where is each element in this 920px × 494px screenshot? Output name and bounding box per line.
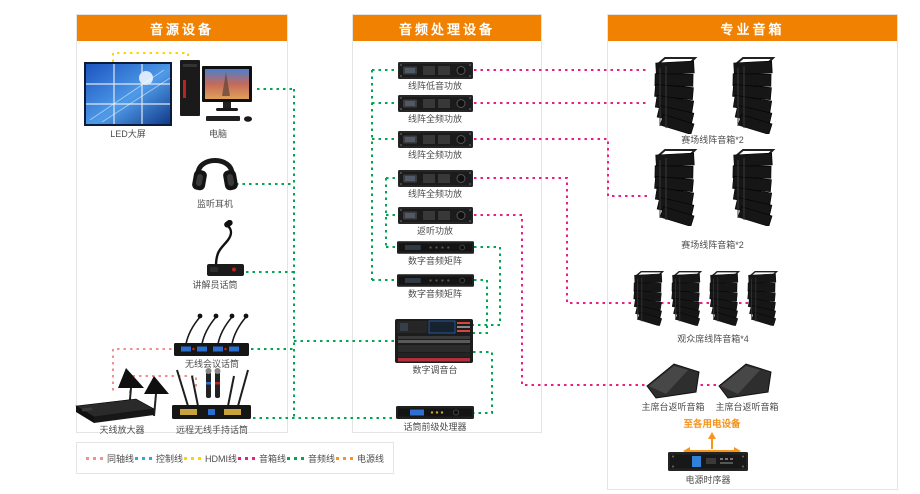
legend-item-control: 控制线: [135, 452, 183, 465]
speaker-line-swatch: [237, 456, 257, 460]
label-matrix2: 数字音频矩阵: [407, 289, 462, 299]
label-amp-full1: 线阵全频功放: [407, 114, 462, 124]
matrix2-image: [397, 274, 474, 287]
hdmi-line-swatch: [184, 456, 203, 460]
amp-full2-image: [398, 131, 473, 148]
preamp-image: [396, 406, 474, 419]
amp-full3-image: [398, 170, 473, 187]
array-C2-image: [667, 270, 704, 326]
array-B1-image: [648, 148, 700, 226]
label-antenna-amplifier: 天线放大器: [99, 425, 145, 435]
label-array-groupC: 观众席线阵音箱*4: [677, 334, 749, 344]
label-preamp: 话筒前级处理器: [403, 422, 467, 432]
label-amp-full2: 线阵全频功放: [407, 150, 462, 160]
array-A2-image: [726, 56, 778, 134]
legend-label-hdmi: HDMI线: [205, 453, 237, 464]
label-amp-sub: 线阵低音功放: [407, 81, 462, 91]
label-mixer: 数字调音台: [412, 365, 458, 375]
label-computer: 电脑: [208, 129, 227, 139]
legend-label-speaker: 音箱线: [258, 453, 286, 464]
array-C4-image: [743, 270, 780, 326]
coax-line-swatch: [86, 456, 105, 460]
panel-processing-header: 音频处理设备: [353, 15, 541, 41]
array-C3-image: [705, 270, 742, 326]
amp-sub-image: [398, 62, 473, 79]
led-wall-image: [84, 62, 172, 126]
antenna-amplifier-image: [74, 364, 170, 424]
label-array-groupA: 赛场线阵音箱*2: [681, 135, 744, 145]
announcer-mic-image: [204, 219, 248, 278]
legend-item-hdmi: HDMI线: [184, 452, 237, 465]
legend-label-coax: 同轴线: [107, 453, 135, 464]
legend-label-power: 电源线: [356, 453, 384, 464]
legend: 同轴线 控制线 HDMI线 音箱线 音频线 电源线: [76, 442, 394, 474]
legend-label-audio: 音频线: [307, 453, 335, 464]
panel-sources-header: 音源设备: [77, 15, 287, 41]
amp-full1-image: [398, 95, 473, 112]
headphones-image: [192, 146, 238, 196]
array-B2-image: [726, 148, 778, 226]
array-A1-image: [648, 56, 700, 134]
panel-speakers-header: 专业音箱: [608, 15, 897, 41]
matrix1-image: [397, 241, 474, 254]
stage-monitor-left-image: [644, 362, 702, 400]
label-amp-monitor: 返听功放: [416, 226, 453, 236]
label-power-sequencer: 电源时序器: [685, 475, 731, 485]
control-line-swatch: [135, 456, 154, 460]
stage-monitor-right-image: [716, 362, 774, 400]
label-matrix1: 数字音频矩阵: [407, 256, 462, 266]
legend-item-speaker: 音箱线: [237, 452, 286, 465]
audio-line-swatch: [286, 456, 306, 460]
label-array-groupB: 赛场线阵音箱*2: [681, 240, 744, 250]
label-amp-full3: 线阵全频功放: [407, 189, 462, 199]
mixer-image: [395, 319, 473, 363]
label-stage-monitor-left: 主席台返听音箱: [641, 402, 705, 412]
amp-monitor-image: [398, 207, 473, 224]
legend-item-coax: 同轴线: [86, 452, 134, 465]
label-led-wall: LED大屏: [110, 129, 146, 139]
label-remote-handheld-mic: 远程无线手持话筒: [175, 425, 248, 435]
power-line-swatch: [335, 456, 355, 460]
label-announcer-mic: 讲解员话筒: [192, 280, 238, 290]
computer-image: [178, 58, 256, 126]
legend-item-audio: 音频线: [286, 452, 335, 465]
power-sequencer-image: [668, 452, 748, 471]
legend-label-control: 控制线: [156, 453, 184, 464]
label-headphones: 监听耳机: [196, 199, 233, 209]
array-C1-image: [629, 270, 666, 326]
wireless-conference-mic-image: [174, 310, 250, 358]
legend-item-power: 电源线: [335, 452, 384, 465]
remote-handheld-mic-image: [172, 362, 252, 422]
label-stage-monitor-right: 主席台返听音箱: [715, 402, 779, 412]
label-wireless-conference-mic: 无线会议话筒: [184, 359, 239, 369]
label-power-note: 至各用电设备: [683, 419, 741, 430]
